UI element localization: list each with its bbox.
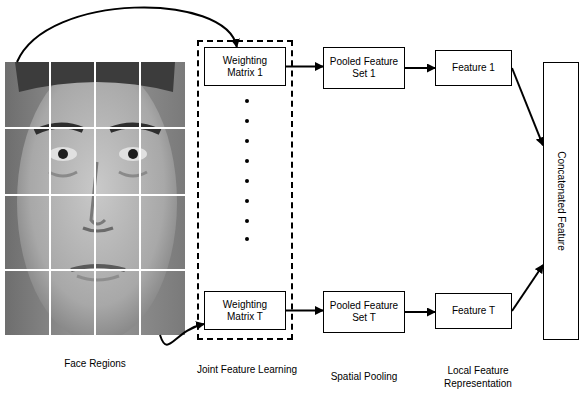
process-box: Pooled Feature Set T (323, 291, 405, 333)
node-text: Feature 1 (452, 62, 495, 74)
node-text: Pooled Feature Set T (328, 300, 400, 324)
stage-label: Spatial Pooling (318, 370, 410, 383)
node-text: Concatenated Feature (556, 151, 567, 251)
group-box: Joint Feature LearningWeighting Matrix 1… (197, 40, 293, 340)
face-image: Face Regions (5, 62, 185, 335)
process-box: Weighting Matrix T (204, 291, 286, 330)
node-text: Weighting Matrix T (209, 299, 281, 323)
group-caption: Joint Feature Learning (195, 363, 299, 376)
output-box: Concatenated Feature (543, 62, 579, 340)
node-text: Weighting Matrix 1 (209, 55, 281, 79)
image-caption: Face Regions (5, 357, 185, 370)
node-text: Pooled Feature Set 1 (328, 56, 400, 80)
stage-label: Local Feature Representation (428, 364, 528, 390)
arrow-connector (405, 311, 435, 313)
ellipsis-dots (240, 95, 254, 245)
arrow-connector (512, 265, 543, 311)
process-box: Pooled Feature Set 1 (323, 47, 405, 89)
feature-box: Feature T (435, 293, 512, 329)
arrow-connector (405, 67, 435, 69)
arrow-connector (512, 68, 543, 145)
process-box: Weighting Matrix 1 (204, 47, 286, 86)
node-text: Feature T (452, 305, 495, 317)
feature-box: Feature 1 (435, 50, 512, 86)
face-photo (5, 62, 185, 335)
